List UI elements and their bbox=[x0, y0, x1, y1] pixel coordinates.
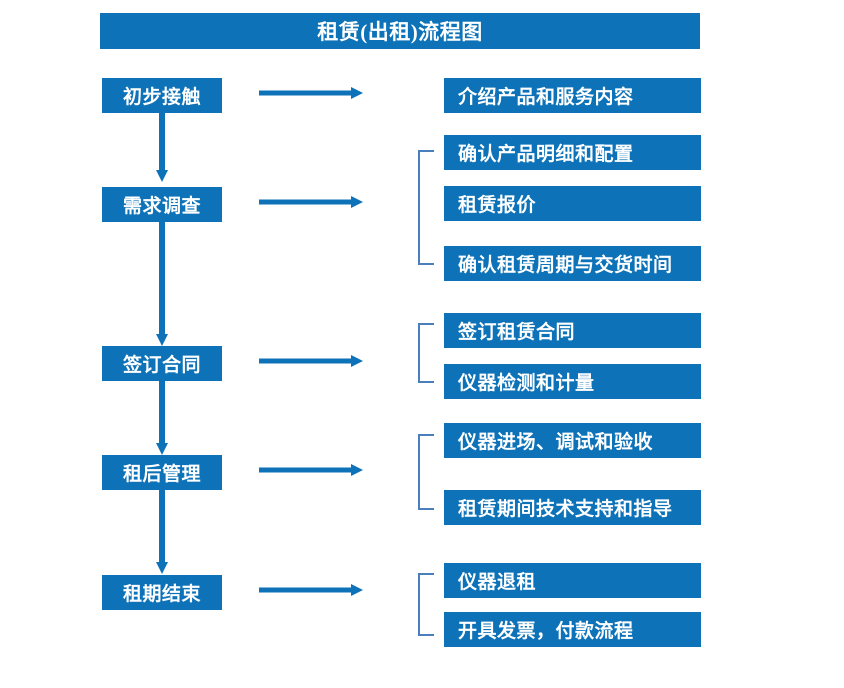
detail-box-1-1[interactable]: 介绍产品和服务内容 bbox=[444, 78, 701, 113]
arrow-right-icon bbox=[259, 464, 363, 476]
detail-box-2-1[interactable]: 确认产品明细和配置 bbox=[444, 135, 701, 170]
detail-box-5-1[interactable]: 仪器退租 bbox=[444, 563, 701, 598]
detail-box-2-2[interactable]: 租赁报价 bbox=[444, 186, 701, 221]
arrow-right-icon bbox=[259, 87, 363, 99]
detail-box-2-3[interactable]: 确认租赁周期与交货时间 bbox=[444, 246, 701, 281]
arrow-right-icon bbox=[259, 196, 363, 208]
arrow-down-icon bbox=[156, 113, 168, 182]
detail-box-5-2[interactable]: 开具发票，付款流程 bbox=[444, 612, 701, 647]
page-title: 租赁(出租)流程图 bbox=[100, 13, 700, 49]
stage-box-1[interactable]: 初步接触 bbox=[102, 78, 222, 113]
stage-box-4[interactable]: 租后管理 bbox=[102, 455, 222, 490]
detail-box-4-1[interactable]: 仪器进场、调试和验收 bbox=[444, 423, 701, 458]
detail-box-3-1[interactable]: 签订租赁合同 bbox=[444, 313, 701, 348]
detail-box-3-2[interactable]: 仪器检测和计量 bbox=[444, 364, 701, 399]
group-bracket-5 bbox=[418, 573, 434, 636]
arrow-down-icon bbox=[156, 381, 168, 455]
arrow-right-icon bbox=[259, 584, 363, 596]
group-bracket-4 bbox=[418, 434, 434, 510]
group-bracket-2 bbox=[418, 150, 434, 265]
stage-box-3[interactable]: 签订合同 bbox=[102, 346, 222, 381]
stage-box-2[interactable]: 需求调查 bbox=[102, 187, 222, 222]
arrow-right-icon bbox=[259, 355, 363, 367]
stage-box-5[interactable]: 租期结束 bbox=[102, 575, 222, 610]
group-bracket-3 bbox=[418, 323, 434, 383]
detail-box-4-2[interactable]: 租赁期间技术支持和指导 bbox=[444, 490, 701, 525]
arrow-down-icon bbox=[156, 490, 168, 574]
arrow-down-icon bbox=[156, 222, 168, 346]
